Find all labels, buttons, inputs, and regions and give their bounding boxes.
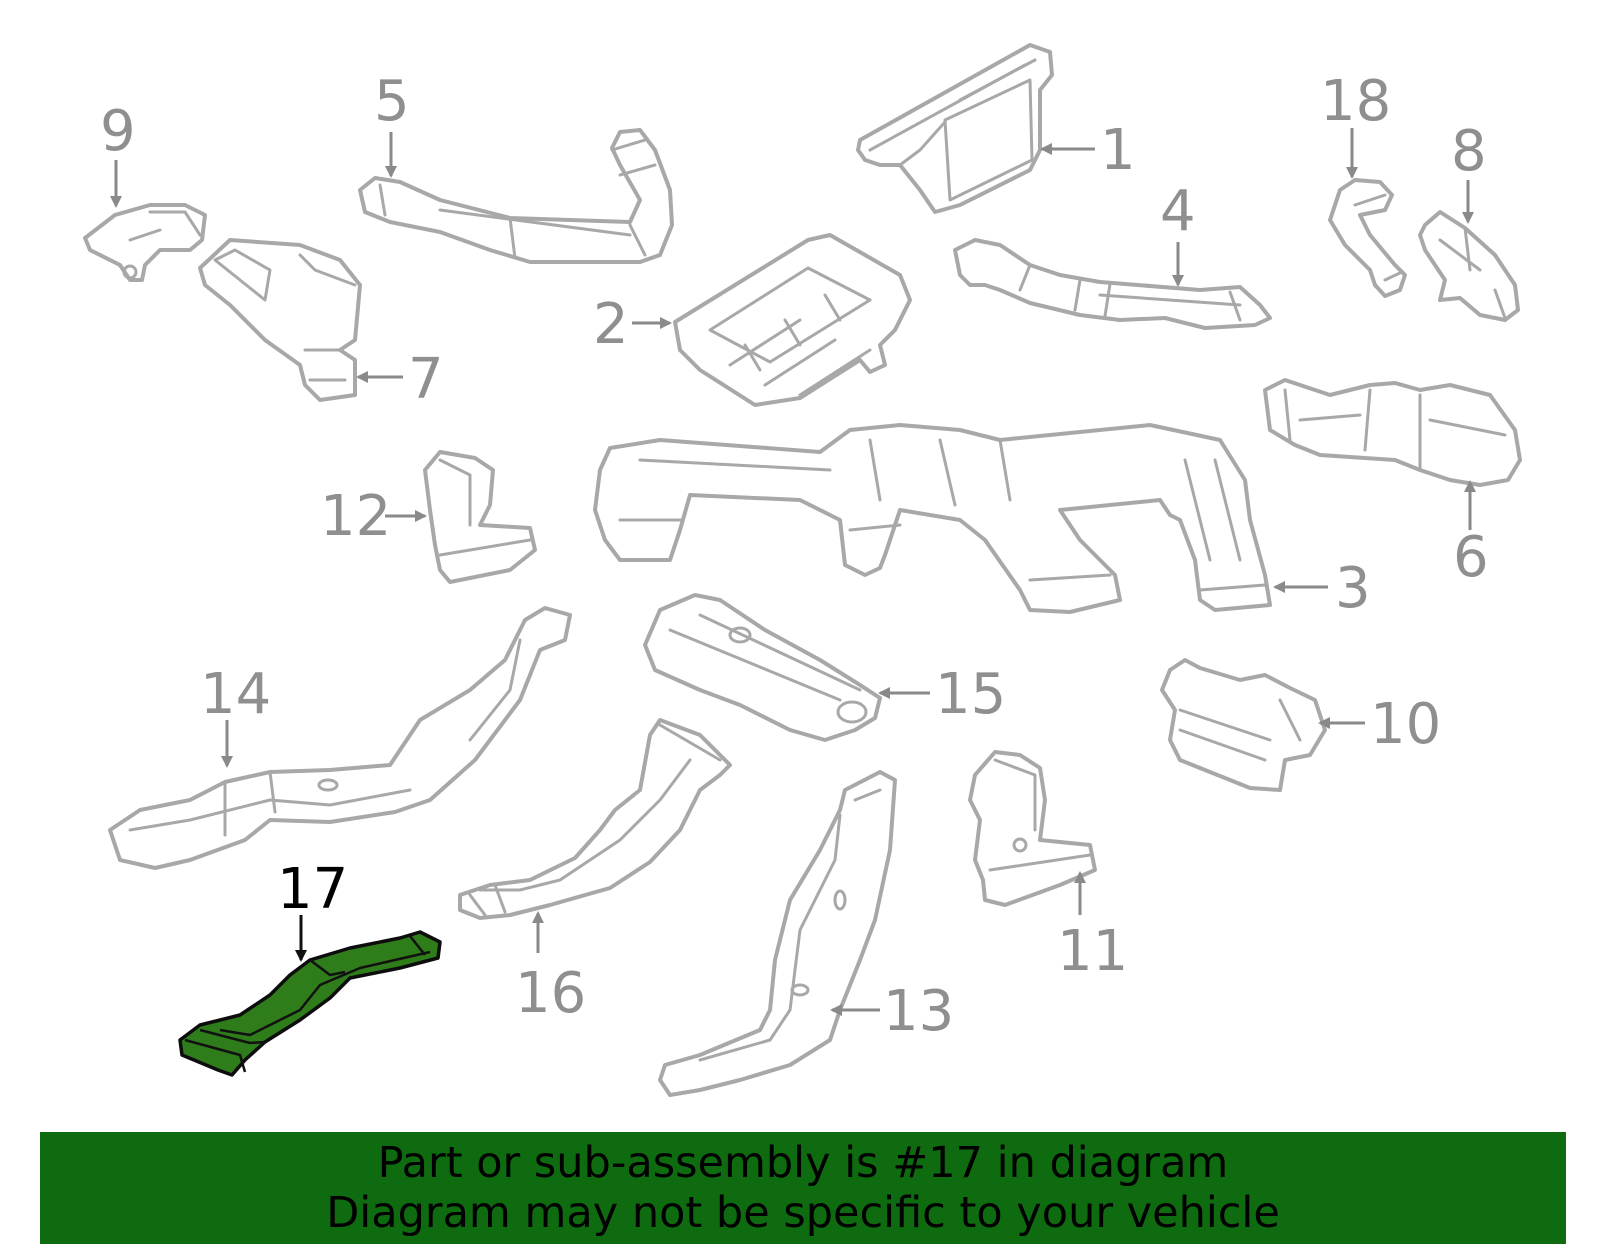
part-10[interactable] [1160, 658, 1327, 792]
callout-1: 1 [1100, 118, 1136, 183]
part-6[interactable] [1263, 378, 1522, 487]
callout-6: 6 [1453, 525, 1489, 590]
callout-16: 16 [515, 961, 586, 1026]
leader-arrows [110, 128, 1476, 1016]
callout-labels: 1 2 3 4 5 6 7 8 9 10 11 12 13 14 15 16 1… [100, 69, 1489, 1044]
part-15[interactable] [643, 593, 882, 742]
part-9[interactable] [83, 203, 207, 282]
part-8[interactable] [1418, 210, 1520, 322]
callout-5: 5 [374, 69, 410, 134]
callout-8: 8 [1451, 119, 1487, 184]
part-3[interactable] [593, 423, 1272, 614]
callout-2: 2 [593, 292, 629, 357]
part-11[interactable] [968, 750, 1097, 907]
callout-4: 4 [1160, 179, 1196, 244]
part-5[interactable] [358, 128, 674, 264]
part-13[interactable] [658, 770, 897, 1097]
part-16[interactable] [458, 718, 732, 920]
part-18[interactable] [1328, 178, 1407, 298]
callout-12: 12 [320, 484, 391, 549]
callout-9: 9 [100, 99, 136, 164]
part-14[interactable] [108, 606, 572, 870]
info-banner: Part or sub-assembly is #17 in diagram D… [40, 1132, 1566, 1244]
part-2[interactable] [673, 233, 912, 407]
part-7[interactable] [198, 238, 362, 402]
callout-10: 10 [1370, 692, 1441, 757]
part-4[interactable] [953, 238, 1272, 330]
callout-18: 18 [1320, 69, 1391, 134]
part-1[interactable] [856, 43, 1054, 214]
callout-15: 15 [935, 662, 1006, 727]
callout-17: 17 [277, 857, 348, 922]
callout-3: 3 [1335, 556, 1371, 621]
part-12[interactable] [423, 450, 537, 584]
banner-line-1: Part or sub-assembly is #17 in diagram [377, 1138, 1229, 1188]
part-17-highlighted[interactable] [178, 930, 442, 1077]
callout-11: 11 [1057, 919, 1128, 984]
banner-line-2: Diagram may not be specific to your vehi… [326, 1188, 1280, 1238]
callout-7: 7 [408, 347, 444, 412]
callout-14: 14 [200, 662, 271, 727]
callout-13: 13 [883, 979, 954, 1044]
